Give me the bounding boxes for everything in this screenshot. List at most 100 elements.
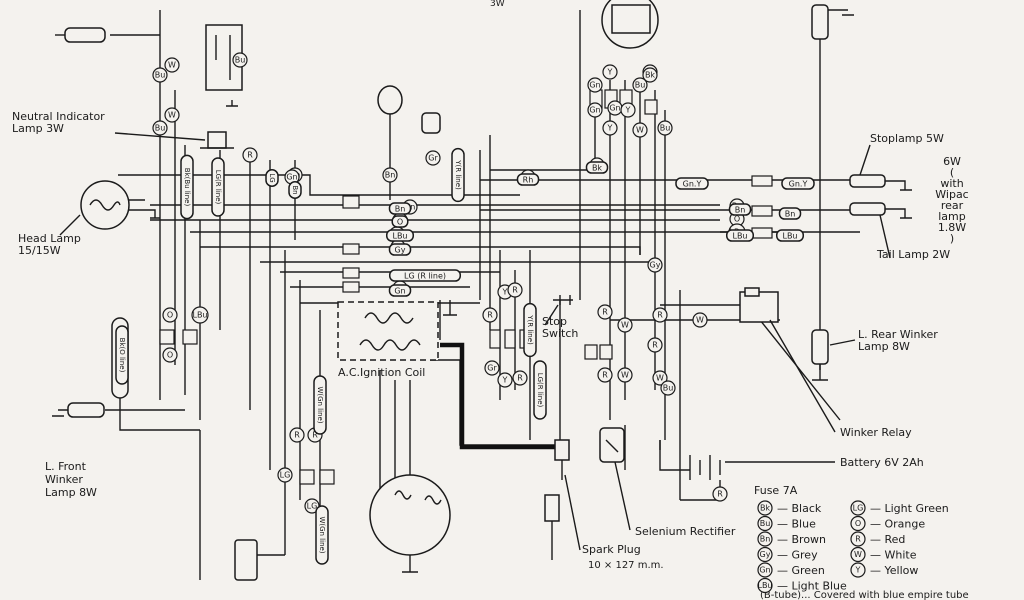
wire-tag: Bu [632,77,648,93]
svg-text:W: W [168,111,176,120]
wire-tag: LG [277,467,293,483]
ground-icon [443,300,457,316]
wire-tag: R [482,307,498,323]
legend-item: Bu— Blue [757,515,816,532]
tube-sleeve [313,375,327,435]
wire-label: Gy [395,246,406,255]
svg-text:LG: LG [280,471,291,480]
tube-sleeve [533,360,547,420]
wire-sleeve [726,229,754,242]
legend-color-name: — Red [870,533,905,546]
svg-text:R: R [657,311,663,320]
top-lamp-icon [811,4,854,40]
legend-color-name: — Light Blue [777,580,847,593]
svg-text:Y: Y [607,68,613,77]
svg-text:LG: LG [853,504,864,513]
wire-tag: Bu [657,120,673,136]
svg-text:Y: Y [855,566,861,575]
legend-item: W— White [850,546,917,563]
wire-label: Bk [592,164,602,173]
label-winker-relay: Winker Relay [840,426,912,439]
svg-text:W: W [636,126,644,135]
wire-tag: O [162,347,178,363]
wire-label: Gn.Y [683,180,702,189]
wire-tag: W [617,317,633,333]
tube-label: Y(R line) [454,159,462,190]
tube-label: LG(R line) [214,170,222,205]
legend-color-name: — Blue [777,518,816,531]
svg-text:R: R [487,311,493,320]
wire-tag: Y [620,102,636,118]
svg-text:Y: Y [625,106,631,115]
wire-tag: W [652,370,668,386]
svg-text:Bu: Bu [155,71,166,80]
wire-color-tags: BuWWBuBuRBnGnYBkGnYBkGnYWBuBkBuBnGrBnOLB… [152,52,746,514]
svg-text:Gn: Gn [759,566,770,575]
svg-text:Gn: Gn [286,173,297,182]
lamp-icon [55,27,106,43]
svg-text:LBu: LBu [757,581,772,590]
tube-label: LG(R line) [536,373,544,408]
svg-text:Gn: Gn [589,106,600,115]
stop-switch-icon [553,295,573,305]
wire-tag: Y [602,120,618,136]
legend-item: Y— Yellow [850,562,918,578]
high-tension-lead [440,342,555,450]
legend-item: R — Red [850,531,905,547]
label-spark-plug: Spark Plug [582,543,641,556]
legend-item: Bk— Black [757,500,822,516]
legend-color-name: — Brown [777,533,826,546]
tube-sleeve [315,505,329,565]
wire-tag: Gn [587,77,603,93]
legend-item: Gy — Grey [757,546,818,563]
wire-sleeve [516,173,540,186]
svg-text:R: R [717,490,723,499]
neutral-indicator-lamp-icon [200,131,234,149]
tube-label: Bk(O line) [118,338,126,373]
selenium-rectifier-icon [599,427,625,463]
svg-text:R: R [602,371,608,380]
wire-tag: R [597,367,613,383]
wire-tag: W [692,312,708,328]
wire-tag: Gn [607,100,623,116]
svg-text:Gy: Gy [760,550,771,559]
label-ac-ignition-coil: A.C.Ignition Coil [338,366,425,379]
svg-text:Bu: Bu [663,384,674,393]
wire-tag: R [289,427,305,443]
wire-tag: Gr [484,360,500,376]
label-battery: Battery 6V 2Ah [840,456,924,469]
svg-text:Bu: Bu [660,124,671,133]
svg-text:R: R [652,341,658,350]
tube-label: Bk(Bu line) [183,168,191,207]
wire-tag: W [164,57,180,73]
leader-lines [59,132,891,551]
wire-label: O [397,218,403,227]
wire-tag: Y [497,372,513,388]
tail-lamp-bulb-icon [849,202,912,219]
svg-text:W: W [696,316,704,325]
svg-text:LBu: LBu [192,311,207,320]
svg-text:R: R [855,535,861,544]
wire-tag: R [242,147,258,163]
tube-sleeve [180,154,194,220]
svg-text:W: W [621,371,629,380]
svg-text:R: R [602,308,608,317]
head-lamp-icon [80,180,145,230]
wire-tag: Gy [647,257,663,273]
indicator-lamp-icon [377,85,403,115]
legend-item: LG— Light Green [850,500,949,516]
svg-text:R: R [517,374,523,383]
wire-sleeve [389,269,461,282]
horn-button-icon [421,112,441,134]
wire-tag: LBu [191,306,209,324]
wire-sleeve [388,202,412,215]
legend-color-name: — Grey [777,549,818,562]
wire-tag: O [162,307,178,323]
svg-text:R: R [312,431,318,440]
wire-sleeve [778,207,802,220]
